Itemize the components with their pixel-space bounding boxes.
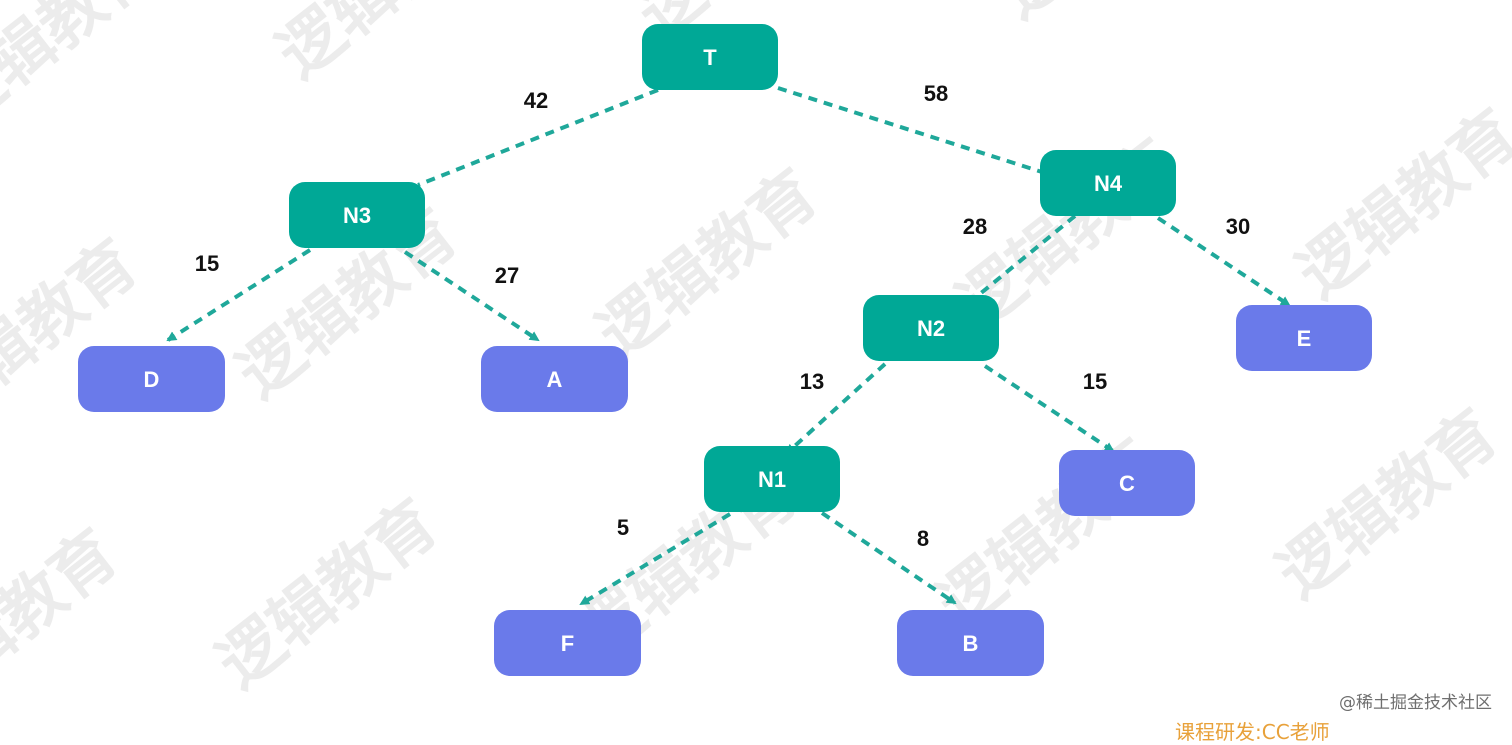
node-e: E	[1236, 305, 1372, 371]
node-f: F	[494, 610, 641, 676]
author-credit: 课程研发:CC老师	[1175, 720, 1330, 744]
node-box	[494, 610, 641, 676]
edge-weight-label: 42	[524, 88, 548, 113]
node-label: A	[547, 367, 563, 392]
node-label: E	[1297, 326, 1312, 351]
node-label: C	[1119, 471, 1135, 496]
edge-weight-label: 30	[1226, 214, 1250, 239]
node-n1: N1	[704, 446, 840, 512]
watermark-text: 逻辑教育	[264, 0, 511, 93]
node-box	[1236, 305, 1372, 371]
node-box	[481, 346, 628, 412]
huffman-tree-diagram: 逻辑教育逻辑教育逻辑教育逻辑教育逻辑教育逻辑教育逻辑教育逻辑教育逻辑教育逻辑教育…	[0, 0, 1512, 730]
node-box	[289, 182, 425, 248]
edge-n2-n1	[785, 362, 887, 455]
edge-weight-label: 13	[800, 369, 824, 394]
node-n2: N2	[863, 295, 999, 361]
watermark-text: 逻辑教育	[1264, 397, 1511, 613]
watermark-text: 逻辑教育	[0, 0, 172, 143]
node-box	[863, 295, 999, 361]
node-label: N3	[343, 203, 371, 228]
edge-weight-label: 15	[195, 251, 219, 276]
edge-t-n4	[777, 86, 1043, 174]
edge-weight-label: 15	[1083, 369, 1107, 394]
node-c: C	[1059, 450, 1195, 516]
site-credit: @稀土掘金技术社区	[1339, 693, 1492, 713]
node-box	[704, 446, 840, 512]
edge-n4-n2	[973, 214, 1077, 300]
edge-weight-label: 58	[924, 81, 948, 106]
edge-n2-c	[983, 364, 1115, 453]
node-label: N1	[758, 467, 786, 492]
node-a: A	[481, 346, 628, 412]
edge-t-n3	[417, 88, 659, 187]
node-box	[642, 24, 778, 90]
watermark-text: 逻辑教育	[204, 487, 451, 703]
watermark-text: 逻辑教育	[0, 517, 132, 730]
node-label: N4	[1094, 171, 1123, 196]
node-t: T	[642, 24, 778, 90]
edge-n3-d	[166, 248, 312, 342]
edge-n1-f	[579, 512, 732, 606]
watermark-text: 逻辑教育	[1284, 97, 1512, 313]
edge-weight-label: 8	[917, 526, 929, 551]
node-d: D	[78, 346, 225, 412]
edge-weight-label: 5	[617, 515, 629, 540]
node-b: B	[897, 610, 1044, 676]
node-box	[1059, 450, 1195, 516]
node-label: F	[561, 631, 574, 656]
node-box	[897, 610, 1044, 676]
node-label: N2	[917, 316, 945, 341]
node-label: T	[703, 45, 717, 70]
node-box	[78, 346, 225, 412]
node-n3: N3	[289, 182, 425, 248]
node-label: B	[963, 631, 979, 656]
edge-n4-e	[1156, 216, 1291, 307]
node-label: D	[144, 367, 160, 392]
edge-n3-a	[403, 250, 540, 342]
edge-weight-label: 28	[963, 214, 987, 239]
watermark-text: 逻辑教育	[984, 0, 1231, 33]
edge-weight-label: 27	[495, 263, 519, 288]
edge-n1-b	[820, 511, 957, 605]
node-box	[1040, 150, 1176, 216]
watermark-text: 逻辑教育	[584, 157, 831, 373]
node-n4: N4	[1040, 150, 1176, 216]
